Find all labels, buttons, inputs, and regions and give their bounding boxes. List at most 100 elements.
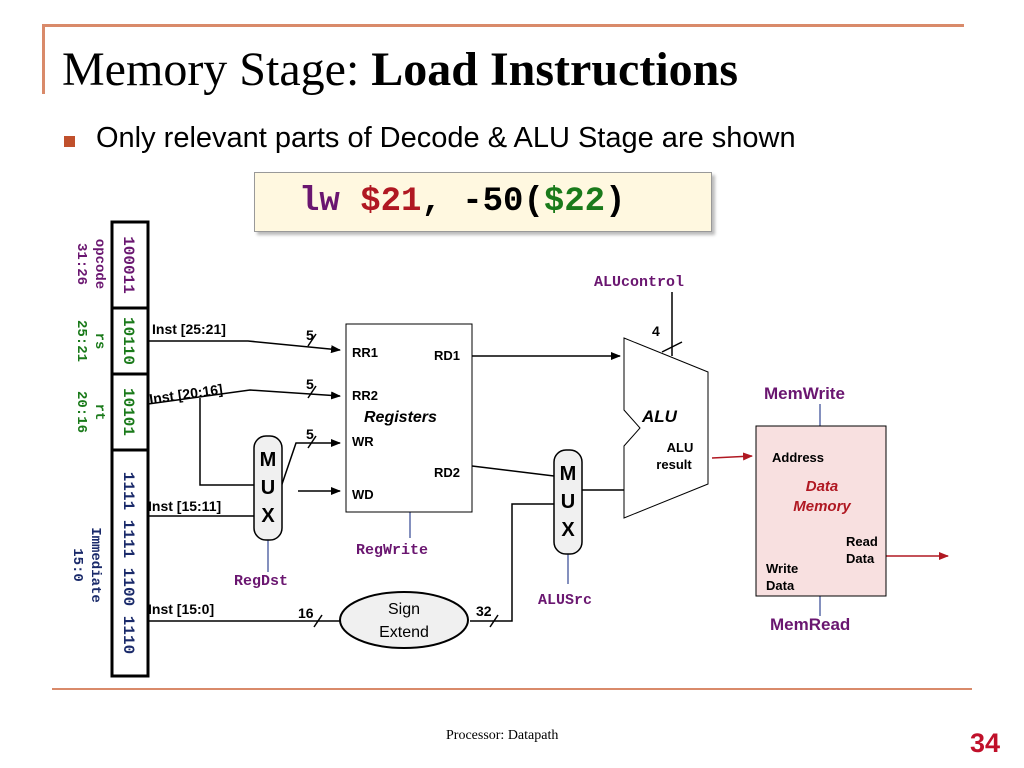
rt-field-box (110, 372, 150, 452)
signal-alucontrol: ALUcontrol (594, 274, 684, 291)
instruction-close: ) (605, 183, 626, 221)
bullet-text: Only relevant parts of Decode & ALU Stag… (96, 122, 796, 154)
instruction-text: lw $21, -50($22) (299, 183, 626, 221)
alusrc-mux-m: M (560, 463, 577, 485)
signal-regdst: RegDst (234, 573, 288, 590)
slide-frame-bottom (52, 688, 972, 690)
memory-write-data-line1: Write (766, 561, 798, 576)
wire-label-group: Inst [25:21] Inst [20:16] Inst [15:11] I… (148, 321, 660, 621)
rt-bits: 10101 (119, 388, 137, 436)
label-inst-15-0: Inst [15:0] (148, 601, 214, 617)
rs-field-box (110, 306, 150, 376)
title-bold: Load Instructions (371, 43, 739, 96)
signal-alusrc: ALUSrc (538, 592, 592, 609)
instruction-rs: $22 (543, 183, 606, 221)
label-width-5b: 5 (306, 376, 314, 392)
data-memory: Address Read Data Write Data Data Memory (755, 425, 887, 597)
instruction-rt: $21 (360, 183, 422, 221)
bus-slash-16 (313, 614, 323, 628)
label-width-4: 4 (652, 323, 660, 339)
rs-name: rs (91, 333, 107, 350)
signal-memread: MemRead (770, 615, 850, 634)
bus-slash-5a (307, 333, 317, 347)
wire-sign-extend-out (470, 503, 554, 622)
alu-result-line1: ALU (667, 440, 694, 455)
alusrc-mux: M U X (553, 449, 583, 555)
label-inst-15-11: Inst [15:11] (148, 498, 221, 514)
sign-extend: Sign Extend (339, 591, 469, 649)
opcode-field-box (110, 220, 150, 310)
rs-range: 25:21 (73, 320, 89, 362)
slide-frame-top (42, 24, 964, 27)
regdst-mux-m: M (260, 449, 277, 471)
opcode-bits: 100011 (119, 236, 137, 294)
opcode-name: opcode (91, 239, 107, 289)
instruction-box: lw $21, -50($22) (254, 172, 712, 232)
register-file-box (345, 323, 473, 513)
page-number: 34 (970, 728, 1001, 758)
regdst-mux-u: U (261, 477, 275, 499)
register-file: RR1 RR2 WR WD RD1 RD2 Registers (345, 323, 473, 513)
data-memory-box (755, 425, 887, 597)
slide-frame-left (42, 24, 45, 94)
memory-write-data-line2: Data (766, 578, 795, 593)
register-rd2: RD2 (434, 465, 460, 480)
instruction-offset: -50( (462, 183, 544, 221)
label-inst-20-16: Inst [20:16] (148, 381, 223, 407)
label-inst-25-21: Inst [25:21] (152, 321, 226, 337)
register-wd: WD (352, 487, 374, 502)
immediate-field-box (110, 448, 150, 678)
instruction-sep: , (421, 183, 463, 221)
memory-read-data-line2: Data (846, 551, 875, 566)
alu-shape (623, 337, 709, 519)
regdst-mux-shape (253, 435, 283, 541)
bus-slash-4 (661, 341, 683, 353)
register-rd1: RD1 (434, 348, 460, 363)
immediate-bits: 1111 1111 1100 1110 (119, 472, 137, 654)
instruction-fields: 100011 10110 10101 1111 1111 1100 1110 o… (69, 220, 150, 678)
memory-title-line1: Data (806, 478, 839, 495)
regdst-mux-x: X (261, 505, 275, 527)
rs-bits: 10110 (119, 317, 137, 365)
alu-label: ALU (641, 407, 678, 426)
alusrc-mux-shape (553, 449, 583, 555)
label-width-16: 16 (298, 605, 314, 621)
signal-regwrite: RegWrite (356, 542, 428, 559)
immediate-range: 15:0 (69, 548, 85, 582)
wire-rt-to-mux (199, 398, 255, 486)
label-width-5c: 5 (306, 426, 314, 442)
control-signal-labels: ALUcontrol RegWrite RegDst ALUSrc MemWri… (234, 274, 850, 634)
bullet-square-icon (64, 136, 75, 147)
memory-address: Address (772, 450, 824, 465)
bus-slash-32 (489, 614, 499, 628)
register-rr1: RR1 (352, 345, 378, 360)
alusrc-mux-u: U (561, 491, 575, 513)
regdst-mux: M U X (253, 435, 283, 541)
bus-slash-5c (307, 435, 317, 449)
slide-title: Memory Stage: Load Instructions (62, 42, 738, 97)
alusrc-mux-x: X (561, 519, 575, 541)
register-file-title: Registers (364, 409, 437, 426)
wire-inst-25-21 (148, 340, 341, 354)
sign-extend-line2: Extend (379, 624, 429, 641)
wire-mux-to-wr (279, 439, 341, 491)
immediate-name: Immediate (87, 527, 103, 603)
sign-extend-shape (339, 591, 469, 649)
label-width-32: 32 (476, 603, 492, 619)
wire-rd2 (471, 465, 555, 477)
bus-slash-5b (307, 385, 317, 399)
sign-extend-line1: Sign (388, 601, 420, 618)
wires (147, 292, 949, 628)
register-rr2: RR2 (352, 388, 378, 403)
memory-read-data-line1: Read (846, 534, 878, 549)
wire-alu-result (711, 452, 753, 461)
alu: ALU ALU result (623, 337, 709, 519)
alu-result-line2: result (656, 457, 692, 472)
slide-footer: Processor: Datapath (446, 728, 559, 743)
title-regular: Memory Stage: (62, 43, 372, 96)
memory-title-line2: Memory (793, 498, 851, 515)
register-wr: WR (352, 434, 374, 449)
rt-range: 20:16 (73, 391, 89, 433)
signal-memwrite: MemWrite (764, 384, 845, 403)
